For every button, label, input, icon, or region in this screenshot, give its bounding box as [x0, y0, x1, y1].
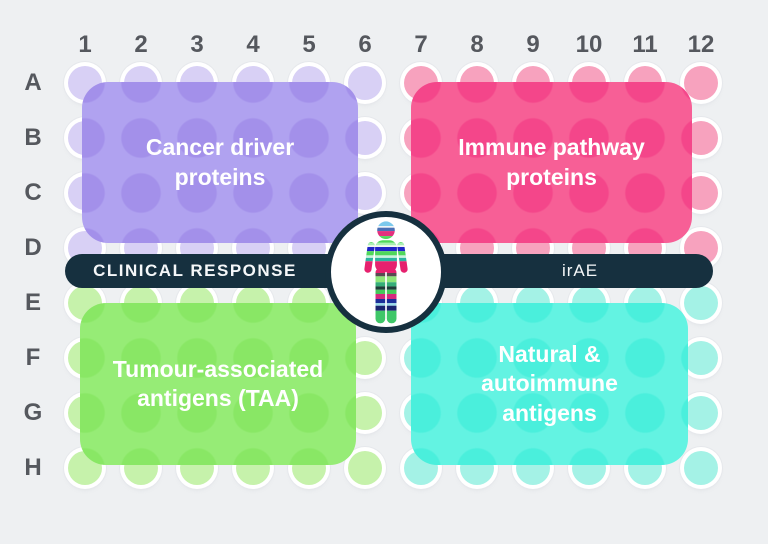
- column-header-11: 11: [632, 31, 658, 58]
- well-G12: [684, 396, 718, 430]
- well-H6: [348, 451, 382, 485]
- quadrant-panel-tumour-associated-antigens: Tumour-associated antigens (TAA): [80, 303, 356, 465]
- column-header-5: 5: [302, 31, 316, 58]
- quadrant-panel-natural-autoimmune-antigens: Natural & autoimmune antigens: [411, 303, 688, 465]
- column-header-7: 7: [414, 31, 428, 58]
- column-header-12: 12: [687, 31, 715, 58]
- quadrant-panel-cancer-driver-proteins: Cancer driver proteins: [82, 82, 358, 243]
- row-label-B: B: [24, 124, 42, 151]
- quadrant-title: Tumour-associated antigens (TAA): [112, 355, 324, 411]
- quadrant-title: Cancer driver proteins: [145, 134, 295, 190]
- column-header-8: 8: [470, 31, 484, 58]
- quadrant-panel-immune-pathway-proteins: Immune pathway proteins: [411, 82, 692, 243]
- column-header-4: 4: [246, 31, 260, 58]
- column-header-1: 1: [78, 31, 92, 58]
- irae-label: irAE: [561, 261, 599, 280]
- column-header-2: 2: [134, 31, 148, 58]
- clinical-response-label: CLINICAL RESPONSE: [93, 261, 297, 280]
- column-header-9: 9: [526, 31, 540, 58]
- quadrant-title: Natural & autoimmune antigens: [481, 340, 618, 426]
- row-label-H: H: [24, 454, 42, 481]
- row-label-D: D: [24, 234, 42, 261]
- well-E12: [684, 286, 718, 320]
- row-label-E: E: [24, 289, 42, 316]
- quadrant-title: Immune pathway proteins: [458, 134, 645, 190]
- column-header-3: 3: [190, 31, 204, 58]
- row-label-C: C: [24, 179, 42, 206]
- row-label-G: G: [23, 399, 43, 426]
- row-label-F: F: [25, 344, 41, 371]
- well-H12: [684, 451, 718, 485]
- column-header-10: 10: [575, 31, 603, 58]
- well-A12: [684, 66, 718, 100]
- column-header-6: 6: [358, 31, 372, 58]
- row-label-A: A: [24, 69, 42, 96]
- well-F12: [684, 341, 718, 375]
- center-badge: [325, 211, 447, 333]
- striped-person-icon: [363, 221, 409, 324]
